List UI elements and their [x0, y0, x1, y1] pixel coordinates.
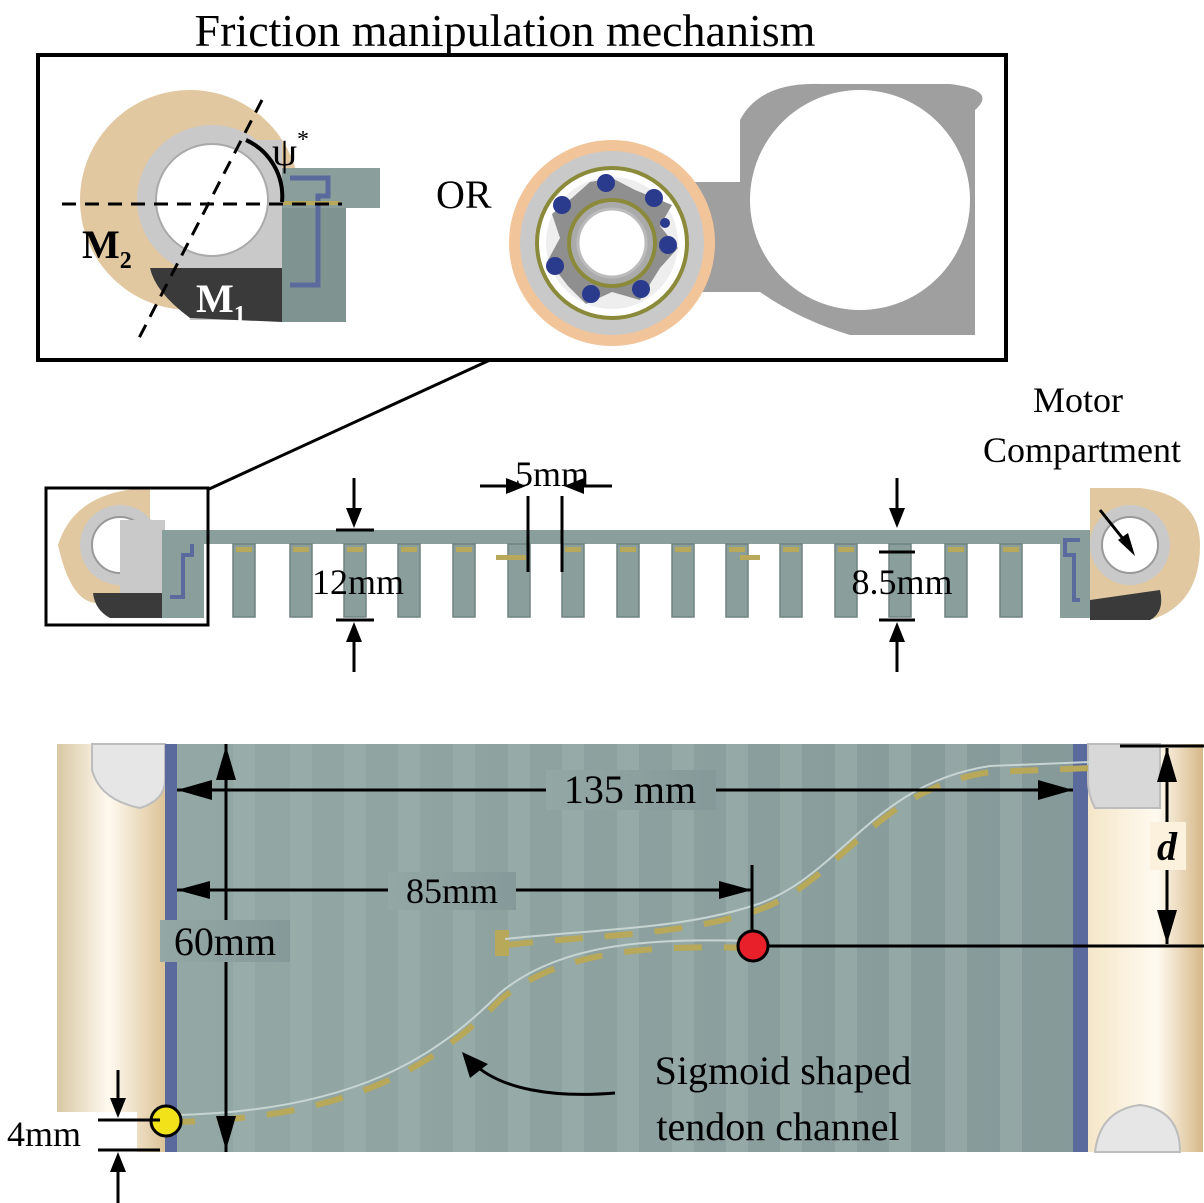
side-view-teeth [232, 543, 1023, 618]
angle-label: ψ* [272, 127, 309, 174]
channel-label-line2: tendon channel [656, 1104, 899, 1149]
length-dimension-label: 135 mm [564, 767, 696, 812]
figure-title: Friction manipulation mechanism [195, 5, 816, 56]
height-dimension-left-label: 12mm [312, 562, 404, 602]
m1-label: M1 [196, 276, 246, 328]
or-label: OR [436, 172, 492, 217]
anchor-distance-label: 85mm [406, 871, 498, 911]
bearing-alternative [509, 83, 983, 346]
motor-compartment-label-line1: Motor [1033, 380, 1123, 420]
gap-dimension-label: 5mm [515, 454, 589, 494]
tendon-end-point-red [736, 929, 770, 963]
edge-offset-label: 4mm [7, 1114, 81, 1154]
zoom-connector [206, 358, 491, 492]
top-view [57, 743, 1204, 1203]
offset-d-label: d [1157, 824, 1178, 869]
side-view [44, 478, 1200, 672]
m2-label: M2 [82, 222, 132, 274]
channel-label-line1: Sigmoid shaped [655, 1048, 912, 1093]
motor-compartment-label-line2: Compartment [983, 430, 1181, 470]
inset-panel: ψ* M2 M1 OR [36, 53, 1008, 362]
joint-cross-section [62, 90, 380, 341]
width-dimension-label: 60mm [174, 919, 276, 964]
height-dimension-right-label: 8.5mm [851, 562, 952, 602]
